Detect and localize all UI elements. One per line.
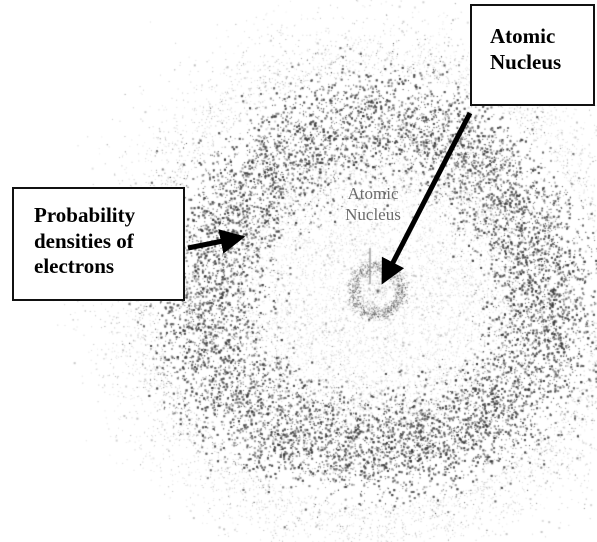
probability-arrow bbox=[187, 229, 246, 254]
inner-nucleus-label: Atomic Nucleus bbox=[318, 183, 428, 226]
nucleus-arrow bbox=[381, 111, 473, 285]
atomic-nucleus-callout-line-2: Nucleus bbox=[490, 49, 562, 74]
atomic-nucleus-callout-line-1: Atomic bbox=[490, 24, 556, 48]
atomic-nucleus-callout: Atomic Nucleus bbox=[470, 4, 595, 106]
inner-label-line-2: Nucleus bbox=[345, 205, 401, 225]
probability-densities-callout: Probability densities of electrons bbox=[12, 187, 185, 301]
probability-callout-line-2: densities of bbox=[34, 228, 134, 253]
inner-label-line-1: Atomic bbox=[347, 184, 399, 203]
probability-callout-line-1: Probability bbox=[34, 203, 136, 227]
probability-callout-line-3: electrons bbox=[34, 254, 115, 279]
